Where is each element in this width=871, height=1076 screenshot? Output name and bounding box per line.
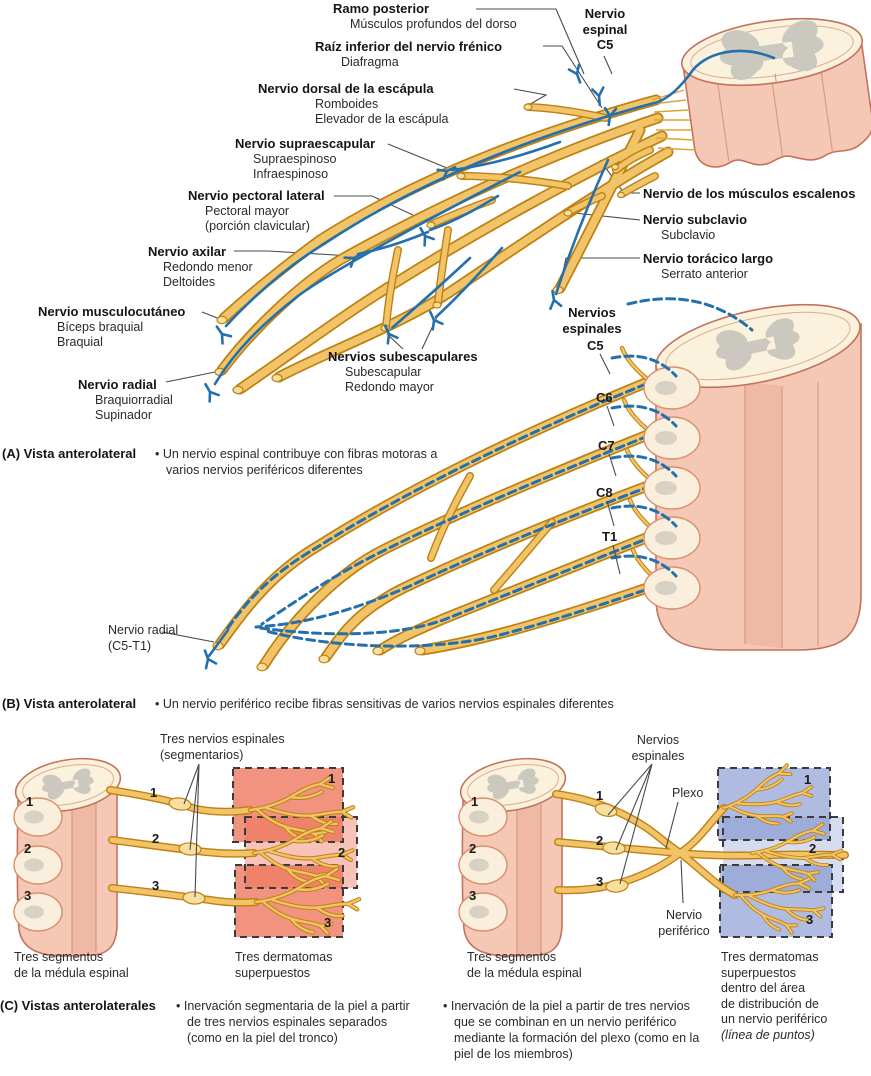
- dermatome-number: 2: [809, 841, 817, 856]
- label-level-c6: C6: [596, 390, 613, 405]
- leader-lines-c-right: [607, 763, 684, 904]
- label-supraescapular: Nervio supraescapular Supraespinoso Infr…: [235, 136, 375, 183]
- label-nervios-espinales-b: Nervios espinales: [562, 305, 622, 336]
- label-musculocutaneo: Nervio musculocutáneo Bíceps braquial Br…: [38, 304, 185, 351]
- cord-segments-b: [643, 366, 701, 610]
- label-title: Nervio de los músculos escalenos: [643, 186, 856, 201]
- label-title: Raíz inferior del nervio frénico: [315, 39, 503, 54]
- section-c-left-bullet: • Inervación segmentaria de la piel a pa…: [176, 999, 410, 1045]
- label-sub: Infraespinoso: [253, 167, 329, 181]
- section-b-bullet: • Un nervio periférico recibe fibras sen…: [155, 697, 614, 711]
- dermatome-number: 3: [806, 912, 814, 927]
- label-level-t1: T1: [602, 529, 618, 544]
- label-title: Nervio musculocutáneo: [38, 304, 186, 319]
- caption-segments-right: Tres segmentos de la médula espinal: [467, 950, 582, 980]
- label-subclavio: Nervio subclavio Subclavio: [643, 212, 747, 243]
- segment-number: 2: [24, 841, 32, 856]
- label-title: Nervio dorsal de la escápula: [258, 81, 434, 96]
- segment-number: 3: [24, 888, 32, 903]
- label-sub: Músculos profundos del dorso: [350, 16, 517, 31]
- spinal-cord-b: [610, 297, 862, 651]
- segment-number: 1: [471, 794, 479, 809]
- leader-lines-c-left: [183, 763, 200, 898]
- label-sub: Supraespinoso: [253, 151, 337, 166]
- plexus-a-nerves: [214, 100, 668, 394]
- label-title: Ramo posterior: [333, 1, 430, 16]
- nerve-number: 2: [152, 831, 160, 846]
- label-plexo: Plexo: [672, 786, 704, 800]
- caption-segments-left: Tres segmentos de la médula espinal: [14, 950, 129, 980]
- label-level-c5: C5: [587, 338, 604, 353]
- label-nervio-espinal-c5: Nervio espinal C5: [582, 6, 628, 52]
- nerve-number: 1: [150, 785, 158, 800]
- label-subescapulares: Nervios subescapulares Subescapular Redo…: [328, 349, 478, 396]
- section-a-heading: (A) Vista anterolateral: [2, 446, 137, 461]
- section-c-right-bullet: • Inervación de la piel a partir de tres…: [443, 999, 700, 1061]
- label-nervios-espinales-c: Nervios espinales: [631, 733, 685, 763]
- segment-number: 2: [469, 841, 477, 856]
- label-sub: Subclavio: [661, 227, 716, 242]
- label-sub: Subescapular: [345, 364, 422, 379]
- nerve-number: 3: [152, 878, 160, 893]
- label-sub: Braquial: [57, 335, 103, 349]
- sensory-fibers-b: [198, 382, 659, 670]
- label-radial-b: Nervio radial (C5-T1): [108, 623, 179, 653]
- label-sub: Deltoides: [163, 275, 216, 289]
- caption-dermatomes-right: Tres dermatomas superpuestos dentro del …: [721, 950, 828, 1042]
- label-dorsal-escapula: Nervio dorsal de la escápula Romboides E…: [258, 81, 448, 128]
- spinal-nerves-c-right: [556, 759, 845, 940]
- nerve-number: 2: [596, 833, 604, 848]
- leader-lines-b: [161, 353, 621, 643]
- label-level-c8: C8: [596, 485, 613, 500]
- section-c-right-art: [456, 751, 845, 956]
- section-b-heading: (B) Vista anterolateral: [2, 696, 137, 711]
- segment-number: 3: [469, 888, 477, 903]
- nerve-number: 1: [596, 788, 604, 803]
- label-sub: Redondo menor: [163, 259, 253, 274]
- label-toracico-largo: Nervio torácico largo Serrato anterior: [643, 251, 773, 282]
- label-raiz-frenico: Raíz inferior del nervio frénico Diafrag…: [315, 39, 502, 70]
- label-sub: Elevador de la escápula: [315, 112, 449, 126]
- label-sub: Serrato anterior: [661, 266, 748, 281]
- dermatome-number: 1: [804, 772, 812, 787]
- label-sub: Bíceps braquial: [57, 319, 144, 334]
- label-sub: Pectoral mayor: [205, 203, 290, 218]
- label-title: Nervio pectoral lateral: [188, 188, 325, 203]
- section-a-bullet: • Un nervio espinal contribuye con fibra…: [155, 447, 438, 477]
- motor-fibers-a: [199, 49, 776, 403]
- label-nervio-periferico: Nervio periférico: [658, 908, 710, 938]
- nerve-number: 3: [596, 874, 604, 889]
- label-escalenos: Nervio de los músculos escalenos: [643, 186, 855, 202]
- label-sub: Romboides: [315, 96, 379, 111]
- label-level-c7: C7: [598, 438, 615, 453]
- dermatome-number: 3: [324, 915, 332, 930]
- label-title: Nervios subescapulares: [328, 349, 478, 364]
- label-radial-a: Nervio radial Braquiorradial Supinador: [78, 377, 173, 424]
- dermatome-number: 1: [328, 771, 336, 786]
- label-sub: Redondo mayor: [345, 380, 434, 394]
- label-sub: Supinador: [95, 408, 152, 422]
- sensory-arcs-b: [610, 297, 754, 578]
- section-a-art: [165, 8, 871, 403]
- label-ramo-posterior: Ramo posterior Músculos profundos del do…: [333, 1, 517, 32]
- spinal-cord-a: [651, 17, 871, 168]
- label-sub: Braquiorradial: [95, 392, 173, 407]
- section-c-left-art: [11, 751, 359, 956]
- label-pectoral-lateral: Nervio pectoral lateral Pectoral mayor (…: [188, 188, 325, 235]
- label-sub: (porción clavicular): [205, 219, 310, 233]
- section-c-heading: (C) Vistas anterolaterales: [0, 998, 156, 1013]
- label-title: Nervio supraescapular: [235, 136, 376, 151]
- label-tres-nervios: Tres nervios espinales (segmentarios): [160, 732, 285, 762]
- label-title: Nervio axilar: [148, 244, 227, 259]
- label-title: Nervio subclavio: [643, 212, 748, 227]
- label-sub: Diafragma: [341, 54, 399, 69]
- section-b-art: [161, 297, 862, 672]
- caption-dermatomes-left: Tres dermatomas superpuestos: [235, 950, 333, 980]
- dermatome-number: 2: [338, 845, 346, 860]
- label-title: Nervio torácico largo: [643, 251, 774, 266]
- label-axilar: Nervio axilar Redondo menor Deltoides: [148, 244, 253, 291]
- segment-number: 1: [26, 794, 34, 809]
- label-title: Nervio radial: [78, 377, 157, 392]
